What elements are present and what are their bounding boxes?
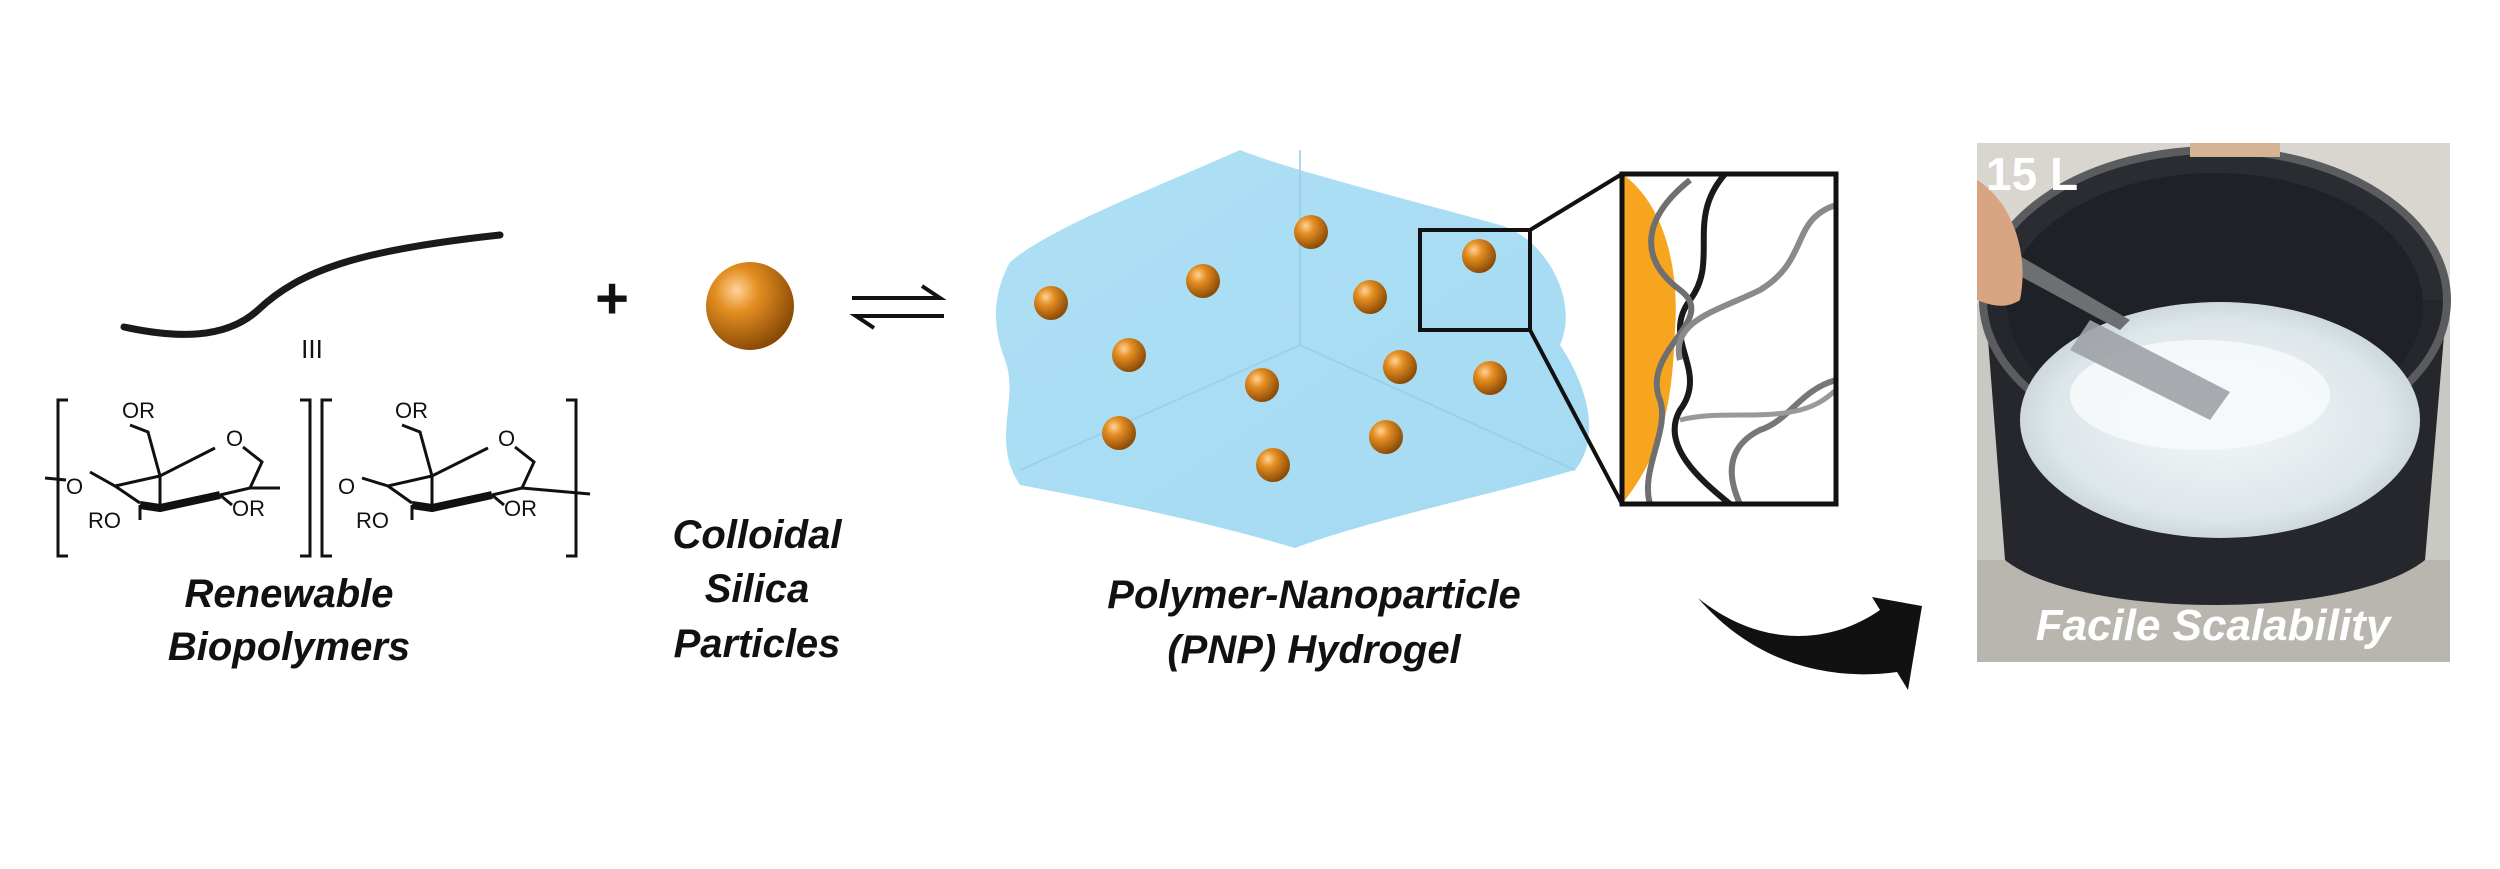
zoom-connector-lines (1528, 172, 1624, 505)
silica-label-line1: Colloidal (673, 513, 843, 557)
equilibrium-arrows-icon (849, 284, 947, 330)
nanoparticle (1245, 368, 1279, 402)
bracket-mid-left (300, 398, 312, 558)
biopolymer-label-line1: Renewable (185, 572, 394, 616)
nanoparticle (1353, 280, 1387, 314)
silica-label-line3: Particles (674, 622, 841, 666)
polymer-strand-gray (1675, 202, 1836, 361)
nanoparticle (1473, 361, 1507, 395)
or-label: OR (504, 496, 537, 521)
scalability-photo (1977, 143, 2451, 662)
linker-oxygen-label: O (338, 474, 355, 499)
silica-label-line2: Silica (705, 567, 810, 611)
nanoparticle (1102, 416, 1136, 450)
nanoparticle (1034, 286, 1068, 320)
nanoparticle (1369, 420, 1403, 454)
polymer-strand-dark (1671, 174, 1732, 504)
scalability-label: Facile Scalability (2036, 601, 2393, 650)
nanoparticle (1294, 215, 1328, 249)
ring-oxygen-label: O (498, 426, 515, 451)
hydrogel-label-line1: Polymer-Nanoparticle (1107, 573, 1520, 617)
silica-particle (706, 262, 794, 350)
nanoparticle (1462, 239, 1496, 273)
equivalence-symbol: III (301, 334, 323, 364)
ro-label: RO (88, 508, 121, 533)
zoom-source-box (1418, 228, 1532, 332)
nanoparticle (1256, 448, 1290, 482)
zoom-detail-panel (1622, 174, 1836, 504)
ro-label: RO (356, 508, 389, 533)
or-label: OR (122, 398, 155, 423)
polymer-strand-gray (1728, 377, 1836, 504)
polymer-chain-line (120, 231, 504, 338)
or-label: OR (395, 398, 428, 423)
volume-label: 15 L (1986, 148, 2078, 200)
hydrogel-label-line2: (PNP) Hydrogel (1167, 628, 1461, 672)
linker-oxygen-label: O (66, 474, 83, 499)
hydrogel-particles (1034, 215, 1507, 482)
nanoparticle (1186, 264, 1220, 298)
polymer-strand-gray (1679, 388, 1836, 423)
bracket-right (566, 398, 578, 558)
structure-atom-labels: OR OR O O O O RO RO OR OR (66, 398, 537, 533)
nanoparticle (1383, 350, 1417, 384)
biopolymer-label-line2: Biopolymers (168, 625, 410, 669)
zoom-detail-frame (1619, 171, 1839, 507)
ring-oxygen-label: O (226, 426, 243, 451)
nanoparticle (1112, 338, 1146, 372)
curved-arrow-icon (1698, 597, 1922, 690)
bracket-mid-right (320, 398, 332, 558)
plus-sign: + (595, 266, 629, 331)
or-label: OR (232, 496, 265, 521)
biopolymer-structure (44, 398, 591, 558)
